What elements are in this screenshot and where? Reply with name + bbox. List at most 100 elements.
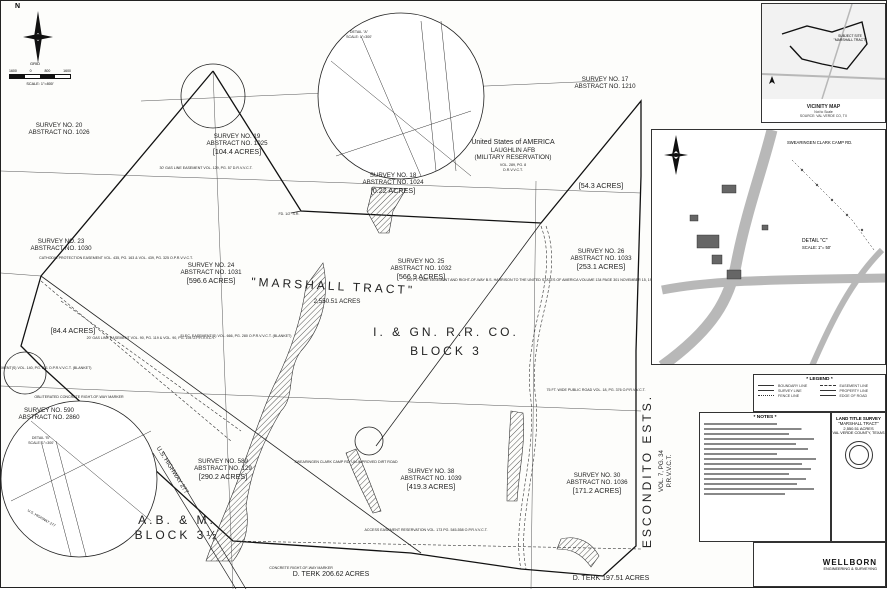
survey-name: SURVEY NO. 30 [574,472,621,479]
title-block-line1: LAND TITLE SURVEY [836,416,881,421]
survey-name: SURVEY NO. 17 [582,76,629,83]
survey-acres: [54.3 ACRES] [579,181,623,190]
highway-lines [152,450,247,590]
survey-abstract: ABSTRACT NO. 1025 [206,140,268,147]
legend-item: PROPERTY LINE [819,388,882,393]
scale-tick: 800 [44,69,51,73]
survey-abstract: ABSTRACT NO. 1026 [28,129,90,136]
block-bottom-line1: A.B. & M. [138,513,216,527]
easement-label: CONCRETE RIGHT-OF-WAY MARKER [269,566,333,570]
survey-name: SURVEY NO. 19 [214,133,261,140]
block-name-line2: BLOCK 3 [410,344,482,358]
survey-abstract: ABSTRACT NO. 1024 [362,179,424,186]
detail-c-panel: SWEARINGEN CLARK CAMP RD. DETAIL "C" SCA… [651,129,886,365]
notes-panel: * NOTES * [699,412,831,542]
survey-acres: [84.4 ACRES] [51,326,95,335]
north-label: N [15,3,21,10]
surveyor-firm-name: WELLBORN [822,558,877,567]
legend-item: EDGE OF ROAD [819,393,882,398]
title-block-line2: "MARSHALL TRACT" [838,421,879,426]
detail-b-scale: SCALE: 1"=300' [28,441,54,445]
legend-title: * LEGEND * [806,377,833,382]
survey-name: SURVEY NO. 26 [578,248,625,255]
block-bottom-line2: BLOCK 3½ [135,528,220,542]
easement-label: 75 FT. WIDE PUBLIC ROAD VOL. 18, PG. 376… [547,388,646,392]
surveyor-firm-sub: ENGINEERING & SURVEYING [823,567,877,571]
detail-a-linework [330,20,472,177]
survey-name: SURVEY NO. 20 [36,122,83,129]
title-block: LAND TITLE SURVEY "MARSHALL TRACT" 2,550… [831,412,886,542]
easement-label: 20' GAS LINE EASEMENT VOL. 90, PG. 119 &… [87,336,216,340]
easement-label: ELEC. EASEMENT(S) VOL. 140, PG. 231 O.P.… [1,366,91,370]
survey-abstract: ABSTRACT NO. 1210 [574,83,636,90]
detail-a-title: DETAIL "A" [350,30,369,34]
vicinity-map-panel: SUBJECT SITE "MARSHALL TRACT" VICINITY M… [761,3,886,123]
vicinity-map-title: VICINITY MAP [806,104,841,110]
usa-label: LAUGHLIN AFB [491,147,535,154]
usa-label: D.R.V.V.C.T. [503,168,523,172]
easement-label: ACCESS EASEMENT RESERVATION VOL. 173 PG.… [364,528,487,532]
title-block-line3: 2,550.51 ACRES [843,426,874,431]
usa-label: VOL. 289, PG. 8 [500,163,526,167]
estates-sub: P.R.V.V.C.T. [666,454,673,487]
surveyor-seal [844,441,873,469]
survey-name: SURVEY NO. 589 [198,458,249,465]
detail-c-scale: SCALE: 1"= 50' [802,245,831,250]
vicinity-map-source: SOURCE: VAL VERDE CO, TX [799,114,848,119]
survey-abstract: ABSTRACT NO. 1031 [180,269,242,276]
notes-body [700,423,830,495]
survey-name: SURVEY NO. 23 [38,238,85,245]
easement-label: 30' GAS LINE EASEMENT VOL. 129, PG. 57 D… [159,166,252,170]
detail-b-linework [10,420,152,557]
detail-circles [0,12,485,558]
block-name-line1: I. & GN. R.R. CO. [373,325,519,339]
scale-tick: 1600 [9,69,17,73]
detail-c-drawing [658,130,885,364]
survey-acres: [419.3 ACRES] [407,482,455,491]
easement-label: 100 FT. WIDE EASEMENT AND RIGHT-OF-WAY B… [406,278,656,282]
easement-label: SWEARINGEN CLARK CAMP RD. UN-IMPROVED DI… [294,460,398,464]
usa-label: (MILITARY RESERVATION) [474,154,551,161]
scale-tick: 0 [29,69,32,73]
tract-boundary [20,70,642,577]
title-block-line4: VAL VERDE COUNTY, TEXAS [832,431,885,435]
scale-tick: 1600 [63,69,71,73]
survey-acres: [596.6 ACRES] [187,276,235,285]
survey-abstract: ABSTRACT NO. 1036 [566,479,628,486]
survey-abstract: ABSTRACT NO. 2860 [18,414,80,421]
legend-panel: * LEGEND * BOUNDARY LINE EASEMENT LINE S… [753,374,886,412]
survey-abstract: ABSTRACT NO. 129 [194,465,252,472]
adjoiner-label: D. TERK 206.62 ACRES [293,571,370,578]
survey-acres: [0.22 ACRES] [371,186,415,195]
survey-name: SURVEY NO. 590 [24,407,75,414]
adjoiner-label: D. TERK 197.51 ACRES [573,575,650,582]
easement-label: FD. 1/2" S.R. [278,212,299,216]
scale-label: SCALE: 1"=800' [26,82,54,86]
legend-item: EASEMENT LINE [819,383,882,388]
grid-label: GRID [30,61,40,66]
survey-name: SURVEY NO. 18 [370,172,417,179]
scale-bar: 1600 0 800 1600 SCALE: 1"=800' [9,69,71,89]
detail-a-scale: SCALE: 1"=300' [346,35,372,39]
survey-acres: [253.1 ACRES] [577,262,625,271]
north-arrow [23,7,53,63]
easement-label: ELEC. EASEMENT(S) VOL. 666, PG. 280 O.P.… [181,334,292,338]
usa-label: United States of AMERICA [471,139,555,146]
survey-abstract: ABSTRACT NO. 1033 [570,255,632,262]
tract-area: 2,550.51 ACRES [314,298,361,305]
survey-acres: [290.2 ACRES] [199,472,247,481]
detail-c-title: DETAIL "C" [802,238,828,244]
floodplain-hatch [205,186,600,568]
survey-abstract: ABSTRACT NO. 1039 [400,475,462,482]
survey-name: SURVEY NO. 24 [188,262,235,269]
survey-acres: [104.4 ACRES] [213,147,261,156]
vicinity-map [762,4,885,100]
detail-b-title: DETAIL "B" [32,436,51,440]
survey-abstract: ABSTRACT NO. 1032 [390,265,452,272]
easement-label: OBLITERATED CONCRETE RIGHT-OF-WAY MARKER [34,395,124,399]
survey-name: SURVEY NO. 38 [408,468,455,475]
notes-title: * NOTES * [753,415,777,420]
estates-sub: VOL. 7, PG. 34 [658,449,665,492]
